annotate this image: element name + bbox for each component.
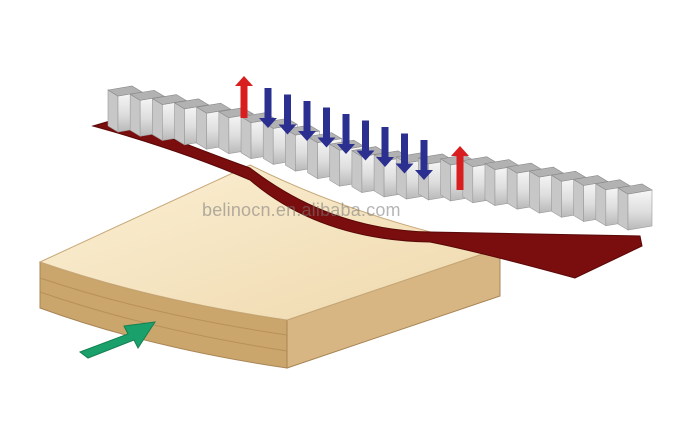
lift-up-arrow-icon: [451, 146, 469, 190]
feed-arrow-icon: [78, 321, 157, 359]
lift-up-arrows: [235, 76, 469, 190]
push-down-arrow-icon: [415, 140, 433, 180]
push-down-arrow-icon: [259, 88, 277, 128]
push-down-arrow-icon: [395, 133, 414, 174]
watermark-text: belinocn.en.alibaba.com: [202, 200, 401, 220]
shoe-blocks: [107, 85, 653, 231]
push-down-arrow-icon: [376, 127, 394, 167]
push-down-arrows: [259, 88, 433, 180]
push-down-arrow-icon: [298, 101, 316, 141]
push-down-arrow-icon: [317, 107, 336, 148]
shoe-block: [617, 183, 653, 231]
lift-up-arrow-icon: [235, 76, 253, 118]
push-down-arrow-icon: [337, 114, 355, 154]
shoe-belt-base: [91, 117, 643, 279]
push-down-arrow-icon: [356, 120, 375, 161]
push-down-arrow-icon: [278, 94, 297, 135]
substrate-board: [38, 164, 502, 369]
